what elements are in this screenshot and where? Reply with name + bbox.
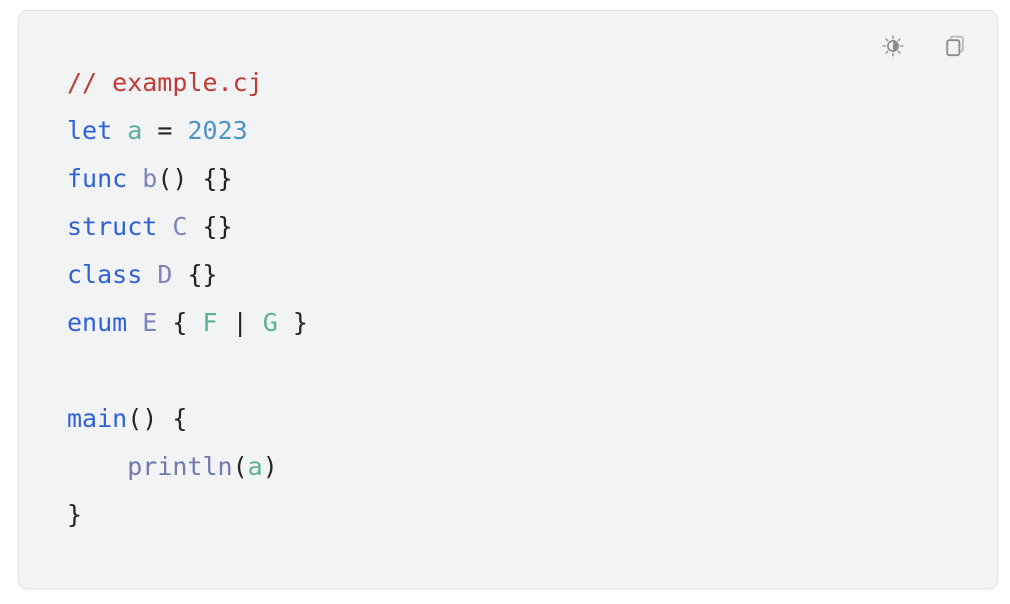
code-token xyxy=(172,116,187,145)
code-token: ( xyxy=(232,452,248,481)
code-line: class D {} xyxy=(67,251,977,299)
code-token: | xyxy=(217,308,263,337)
code-token: {} xyxy=(187,212,233,241)
code-token: class xyxy=(67,260,143,289)
code-token: D xyxy=(157,260,173,289)
code-token: () {} xyxy=(157,164,233,193)
code-token: a xyxy=(127,116,143,145)
code-token: F xyxy=(202,308,218,337)
code-token: () { xyxy=(127,404,188,433)
code-token: enum xyxy=(67,308,128,337)
code-token: G xyxy=(262,308,278,337)
code-token: main xyxy=(67,404,128,433)
code-token: // example.cj xyxy=(67,68,263,97)
brightness-icon[interactable] xyxy=(879,32,907,60)
code-line: println(a) xyxy=(67,443,977,491)
code-token: ) xyxy=(262,452,278,481)
code-token: a xyxy=(247,452,263,481)
code-line: enum E { F | G } xyxy=(67,299,977,347)
code-line: func b() {} xyxy=(67,155,977,203)
code-card-toolbar xyxy=(879,32,969,60)
code-token xyxy=(157,212,172,241)
code-line: let a = 2023 xyxy=(67,107,977,155)
code-line: } xyxy=(67,491,977,539)
code-line: struct C {} xyxy=(67,203,977,251)
code-token: { xyxy=(157,308,203,337)
code-token: } xyxy=(277,308,308,337)
copy-icon[interactable] xyxy=(941,32,969,60)
code-token xyxy=(67,452,127,481)
code-token: func xyxy=(67,164,128,193)
code-token: let xyxy=(67,116,113,145)
code-line: // example.cj xyxy=(67,59,977,107)
code-token: struct xyxy=(67,212,158,241)
code-token: } xyxy=(67,500,83,529)
code-token: b xyxy=(142,164,158,193)
code-token: E xyxy=(142,308,158,337)
code-token xyxy=(127,164,142,193)
code-line: main() { xyxy=(67,395,977,443)
code-line xyxy=(67,347,977,395)
code-token: {} xyxy=(172,260,218,289)
code-token xyxy=(127,308,142,337)
code-token: C xyxy=(172,212,188,241)
code-token xyxy=(112,116,127,145)
code-token: println xyxy=(127,452,233,481)
code-token: = xyxy=(157,116,173,145)
code-token xyxy=(142,116,157,145)
code-token xyxy=(142,260,157,289)
code-token: 2023 xyxy=(187,116,248,145)
